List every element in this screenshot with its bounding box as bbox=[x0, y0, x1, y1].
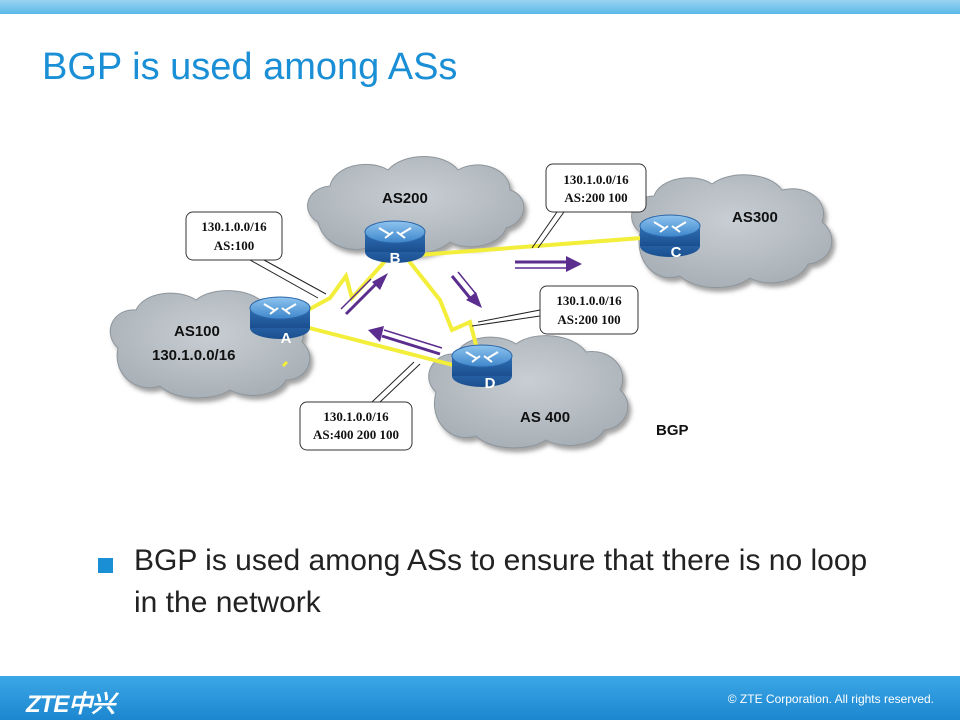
callout-a-to-b-path: AS:100 bbox=[214, 238, 254, 253]
link-dot bbox=[281, 360, 289, 368]
router-a: A bbox=[249, 296, 311, 347]
cloud-as300 bbox=[631, 174, 833, 289]
link-b-c bbox=[404, 234, 669, 258]
router-d-label: D bbox=[485, 375, 496, 392]
router-b: B bbox=[364, 220, 426, 267]
bgp-legend-label: BGP bbox=[656, 422, 689, 439]
callout-b-to-d-path: AS:200 100 bbox=[557, 312, 620, 327]
arrow-a-to-b bbox=[340, 273, 388, 316]
router-c-label: C bbox=[671, 244, 682, 261]
footer-bar: ZTE中兴 © ZTE Corporation. All rights rese… bbox=[0, 676, 960, 720]
link-a-d bbox=[285, 320, 481, 374]
bullet-text: BGP is used among ASs to ensure that the… bbox=[134, 544, 868, 619]
router-a-label: A bbox=[281, 330, 292, 347]
callout-d-to-a: 130.1.0.0/16 AS:400 200 100 bbox=[299, 401, 413, 451]
callout-b-to-c: 130.1.0.0/16 AS:200 100 bbox=[545, 163, 647, 213]
router-b-label: B bbox=[390, 250, 401, 267]
zte-logo: ZTE中兴 bbox=[26, 691, 115, 718]
as100-prefix: 130.1.0.0/16 bbox=[152, 347, 235, 364]
bullet-square-icon bbox=[98, 558, 113, 573]
link-a-b bbox=[285, 248, 397, 324]
as200-label: AS200 bbox=[382, 190, 428, 207]
callout-b-to-c-prefix: 130.1.0.0/16 bbox=[563, 172, 629, 187]
callout-pointers bbox=[249, 211, 565, 403]
router-d: D bbox=[451, 344, 513, 392]
as400-label: AS 400 bbox=[520, 409, 570, 426]
callout-a-to-b-prefix: 130.1.0.0/16 bbox=[201, 219, 267, 234]
callout-d-to-a-prefix: 130.1.0.0/16 bbox=[323, 409, 389, 424]
slide-title: BGP is used among ASs bbox=[42, 46, 458, 88]
as100-label: AS100 bbox=[174, 323, 220, 340]
bgp-links bbox=[285, 234, 669, 374]
callout-b-to-c-path: AS:200 100 bbox=[564, 190, 627, 205]
arrow-b-to-c bbox=[515, 256, 582, 272]
arrow-b-to-d bbox=[450, 271, 482, 308]
arrow-d-to-a bbox=[368, 326, 443, 356]
copyright-text: © ZTE Corporation. All rights reserved. bbox=[727, 692, 934, 706]
link-b-d bbox=[403, 254, 482, 361]
as300-label: AS300 bbox=[732, 209, 778, 226]
callout-a-to-b: 130.1.0.0/16 AS:100 bbox=[185, 211, 283, 261]
top-bar bbox=[0, 0, 960, 14]
callout-b-to-d: 130.1.0.0/16 AS:200 100 bbox=[539, 285, 639, 335]
callout-d-to-a-path: AS:400 200 100 bbox=[313, 427, 399, 442]
router-c: C bbox=[639, 214, 701, 261]
advertisement-arrows bbox=[340, 256, 582, 356]
callout-b-to-d-prefix: 130.1.0.0/16 bbox=[556, 293, 622, 308]
